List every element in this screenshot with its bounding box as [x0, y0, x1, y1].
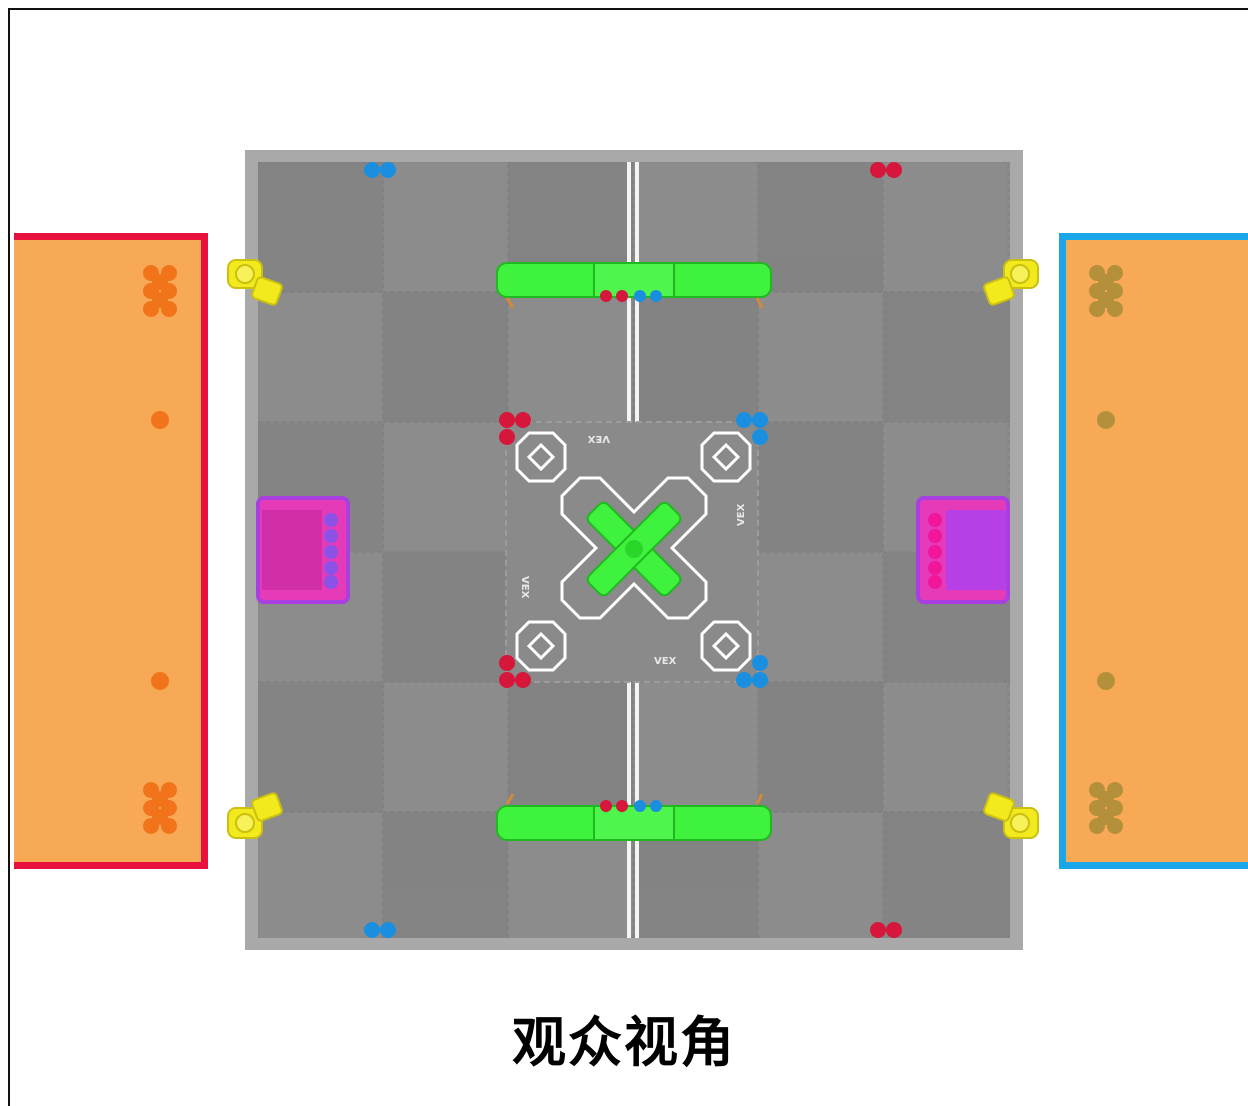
game-balls	[324, 162, 942, 938]
blue-zone-ball-cluster	[1098, 292, 1114, 308]
red-zone-ball-cluster	[152, 809, 168, 825]
green-center-x-goal-icon	[586, 501, 682, 597]
red-ball	[870, 922, 886, 938]
blue-ball	[752, 672, 768, 688]
red-zone-fill	[14, 240, 201, 862]
blue-zone-dot	[1097, 672, 1115, 690]
purple-ball	[324, 561, 338, 575]
pink-ball	[928, 529, 942, 543]
mat-octagon-markers	[515, 431, 752, 672]
goal-ball	[616, 800, 628, 812]
blue-zone-ball-cluster	[1098, 791, 1114, 807]
red-ball	[870, 162, 886, 178]
goal-ball	[650, 800, 662, 812]
red-ball	[499, 672, 515, 688]
mat-logo-left: VEX	[519, 576, 530, 599]
blue-ball	[380, 922, 396, 938]
blue-ball	[380, 162, 396, 178]
blue-zone-fill	[1066, 240, 1248, 862]
red-ball	[515, 672, 531, 688]
viewpoint-caption: 观众视角	[512, 1011, 736, 1074]
yellow-corner-goal-top-right-icon	[983, 259, 1039, 306]
blue-ball	[752, 429, 768, 445]
green-long-goal-bottom-icon	[496, 793, 772, 841]
center-x-outline	[560, 476, 708, 620]
blue-ball	[752, 655, 768, 671]
blue-zone-dot	[1097, 411, 1115, 429]
blue-ball	[736, 672, 752, 688]
red-zone-dot	[151, 672, 169, 690]
purple-ball	[324, 529, 338, 543]
red-ball	[515, 412, 531, 428]
red-zone-dot	[151, 411, 169, 429]
purple-ball	[324, 513, 338, 527]
yellow-corner-goal-top-left-icon	[227, 259, 283, 306]
red-ball	[499, 412, 515, 428]
goal-ball	[616, 290, 628, 302]
pink-ball	[928, 561, 942, 575]
zone-markers	[143, 265, 1123, 834]
red-zone-ball-cluster	[152, 791, 168, 807]
page-frame	[8, 8, 1248, 1106]
blue-ball	[364, 922, 380, 938]
blue-zone-ball-cluster	[1098, 274, 1114, 290]
blue-ball	[736, 412, 752, 428]
pink-ball	[928, 513, 942, 527]
mat-logo-bottom: VEX	[654, 656, 677, 667]
purple-ball	[324, 575, 338, 589]
red-alliance-zone	[14, 233, 208, 869]
red-ball	[499, 655, 515, 671]
blue-alliance-zone	[1059, 233, 1248, 869]
red-zone-ball-cluster	[152, 292, 168, 308]
purple-ball	[324, 545, 338, 559]
blue-zone-ball-cluster	[1098, 809, 1114, 825]
yellow-corner-goal-bottom-right-icon	[983, 792, 1039, 839]
pink-ball	[928, 575, 942, 589]
red-zone-ball-cluster	[152, 274, 168, 290]
red-ball	[886, 162, 902, 178]
mat-logo-right: VEX	[736, 503, 747, 526]
goal-ball	[650, 290, 662, 302]
red-ball	[499, 429, 515, 445]
goal-ball	[634, 800, 646, 812]
field-tile-shading	[258, 162, 1010, 938]
mat-logo-top: VEX	[587, 433, 610, 444]
magenta-side-goal-left-icon	[256, 496, 350, 604]
blue-ball	[364, 162, 380, 178]
goal-ball	[600, 800, 612, 812]
blue-ball	[752, 412, 768, 428]
goal-ball	[634, 290, 646, 302]
pink-ball	[928, 545, 942, 559]
red-ball	[886, 922, 902, 938]
yellow-corner-goal-bottom-left-icon	[227, 792, 283, 839]
goal-ball	[600, 290, 612, 302]
